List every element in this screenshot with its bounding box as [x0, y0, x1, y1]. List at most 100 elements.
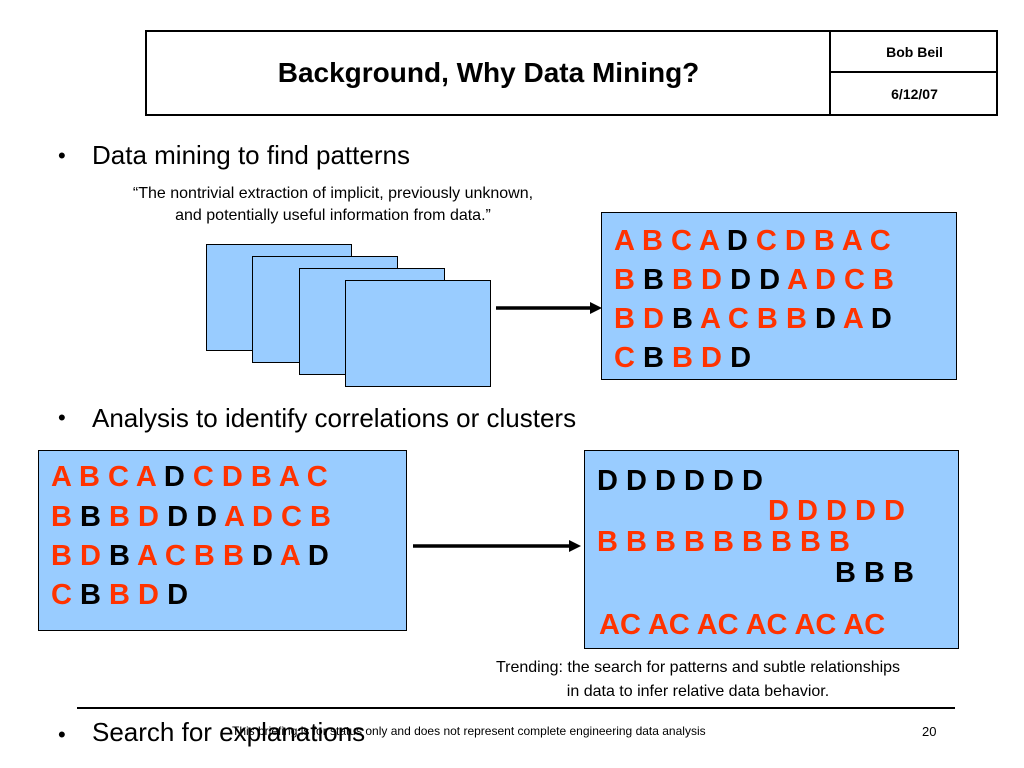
letter-token: B	[51, 540, 72, 572]
letter-row: B D B A C B B D A D	[614, 303, 892, 336]
bullet-analysis: Analysis to identify correlations or clu…	[92, 403, 577, 433]
date-label: 6/12/07	[891, 85, 938, 102]
letter-token: B	[78, 461, 100, 493]
letter-token: B	[309, 501, 331, 533]
bullet-marker: •	[58, 143, 66, 168]
letter-token: A	[136, 540, 157, 572]
letter-token: B	[222, 540, 244, 572]
letter-token: D	[167, 501, 189, 533]
letter-token: D	[643, 303, 664, 335]
trending-line-1: Trending: the search for patterns and su…	[495, 659, 901, 676]
letter-row: B B B D D D A D C B	[51, 501, 331, 534]
letter-token: A	[787, 264, 807, 296]
arrow-icon	[496, 302, 602, 314]
letter-token: B	[250, 461, 272, 493]
letter-row: B B B D D D A D C B	[614, 264, 894, 297]
cluster-row-ac: AC AC AC AC AC AC	[599, 609, 886, 641]
letter-token: C	[192, 461, 214, 493]
letter-token: B	[643, 264, 664, 296]
letter-token: D	[138, 501, 159, 533]
letter-token: D	[138, 579, 159, 611]
letter-token: C	[670, 225, 692, 257]
letter-token: C	[727, 303, 749, 335]
letter-token: B	[672, 264, 693, 296]
cluster-row-b-black: B B B	[835, 557, 914, 589]
letter-token: A	[841, 225, 862, 257]
bullet-marker: •	[58, 405, 66, 430]
letter-row: A B C A D C D B A C	[614, 225, 891, 258]
arrow-icon	[413, 540, 581, 552]
letter-token: C	[755, 225, 777, 257]
letter-token: D	[814, 264, 836, 296]
letter-token: A	[278, 461, 299, 493]
letter-token: B	[813, 225, 835, 257]
letter-token: B	[80, 579, 101, 611]
page-title: Background, Why Data Mining?	[277, 57, 700, 88]
footer-disclaimer: This briefing is for status only and doe…	[232, 724, 706, 738]
letter-token: D	[730, 264, 752, 296]
letter-token: B	[80, 501, 101, 533]
letter-token: A	[698, 225, 719, 257]
letter-token: D	[196, 501, 218, 533]
quote-line-2: and potentially useful information from …	[175, 207, 491, 224]
letter-token: B	[614, 264, 635, 296]
letter-token: B	[109, 579, 130, 611]
letter-row: B D B A C B B D A D	[51, 540, 329, 573]
letter-token: D	[870, 303, 892, 335]
letter-token: B	[785, 303, 807, 335]
footer-divider	[77, 707, 955, 709]
bullet-marker: •	[58, 722, 66, 747]
letter-row: A B C A D C D B A C	[51, 461, 328, 494]
letter-token: D	[726, 225, 748, 257]
letter-token: D	[730, 342, 752, 374]
clusters-box: D D D D D D D D D D D B B B B B B B B B …	[584, 450, 959, 649]
cluster-row-d-red: D D D D D	[768, 495, 905, 527]
data-page-4	[345, 280, 491, 387]
letter-token: B	[672, 303, 693, 335]
cluster-row-d-black: D D D D D D	[597, 465, 763, 497]
letter-token: A	[842, 303, 863, 335]
letter-token: B	[872, 264, 894, 296]
letter-token: D	[814, 303, 836, 335]
letter-token: B	[109, 501, 130, 533]
letter-token: D	[784, 225, 806, 257]
header-meta: Bob Beil 6/12/07	[829, 32, 998, 114]
letter-token: D	[163, 461, 185, 493]
letter-token: A	[224, 501, 244, 533]
letter-token: A	[135, 461, 156, 493]
letter-token: C	[843, 264, 865, 296]
letter-row: C B B D D	[614, 342, 751, 375]
letter-token: D	[251, 501, 273, 533]
bullet-data-mining: Data mining to find patterns	[92, 140, 410, 170]
letter-token: D	[759, 264, 781, 296]
page-number: 20	[922, 724, 937, 739]
slide-header: Background, Why Data Mining? Bob Beil 6/…	[145, 30, 998, 116]
letter-token: D	[701, 342, 722, 374]
letter-token: D	[251, 540, 273, 572]
letter-token: B	[672, 342, 693, 374]
letter-token: B	[643, 342, 664, 374]
trending-line-2: in data to infer relative data behavior.	[566, 683, 830, 700]
letter-token: C	[107, 461, 129, 493]
letter-token: C	[306, 461, 328, 493]
letter-token: A	[51, 461, 71, 493]
letter-token: B	[51, 501, 72, 533]
letter-token: C	[280, 501, 302, 533]
letter-token: D	[221, 461, 243, 493]
letter-token: C	[51, 579, 72, 611]
letter-token: D	[167, 579, 189, 611]
trending-caption: Trending: the search for patterns and su…	[430, 656, 966, 704]
letter-token: C	[164, 540, 186, 572]
letter-token: A	[699, 303, 720, 335]
quote-line-1: “The nontrivial extraction of implicit, …	[132, 185, 534, 202]
author-label: Bob Beil	[831, 32, 998, 73]
letter-token: B	[756, 303, 778, 335]
letter-token: C	[869, 225, 891, 257]
definition-quote: “The nontrivial extraction of implicit, …	[70, 183, 596, 227]
letter-token: D	[701, 264, 722, 296]
letter-token: B	[193, 540, 215, 572]
letter-token: A	[614, 225, 634, 257]
letter-token: B	[614, 303, 635, 335]
letter-token: B	[109, 540, 130, 572]
cluster-row-b-red: B B B B B B B B B	[597, 526, 850, 558]
